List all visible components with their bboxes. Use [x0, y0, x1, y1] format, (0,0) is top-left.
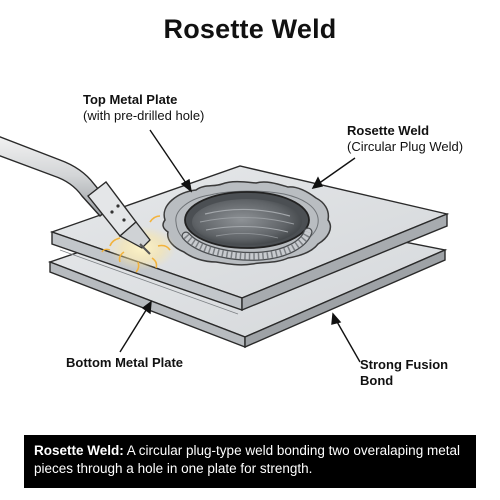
fusion-bond-line1: Strong Fusion	[360, 357, 449, 372]
top-metal-plate-label: Top Metal Plate (with pre-drilled hole)	[83, 92, 204, 124]
caption-box: Rosette Weld: A circular plug-type weld …	[24, 435, 476, 488]
fusion-bond-line2: Bond	[360, 373, 394, 388]
rosette-weld-label: Rosette Weld (Circular Plug Weld)	[347, 123, 463, 155]
top-plate-note: (with pre-drilled hole)	[83, 108, 205, 123]
caption-text: A circular plug-type weld bonding two ov…	[34, 443, 460, 476]
bottom-metal-plate-label: Bottom Metal Plate	[66, 355, 184, 370]
top-plate-title: Top Metal Plate	[83, 92, 178, 107]
rosette-weld-title: Rosette Weld	[347, 123, 430, 138]
rosette-weld-note: (Circular Plug Weld)	[347, 139, 464, 154]
fusion-bond-label: Strong Fusion Bond	[360, 357, 448, 389]
rosette-weld	[162, 180, 332, 266]
welding-torch	[0, 136, 151, 255]
label-leaders	[119, 129, 361, 363]
caption-heading: Rosette Weld:	[34, 443, 124, 458]
diagram-title: Rosette Weld	[163, 14, 337, 44]
